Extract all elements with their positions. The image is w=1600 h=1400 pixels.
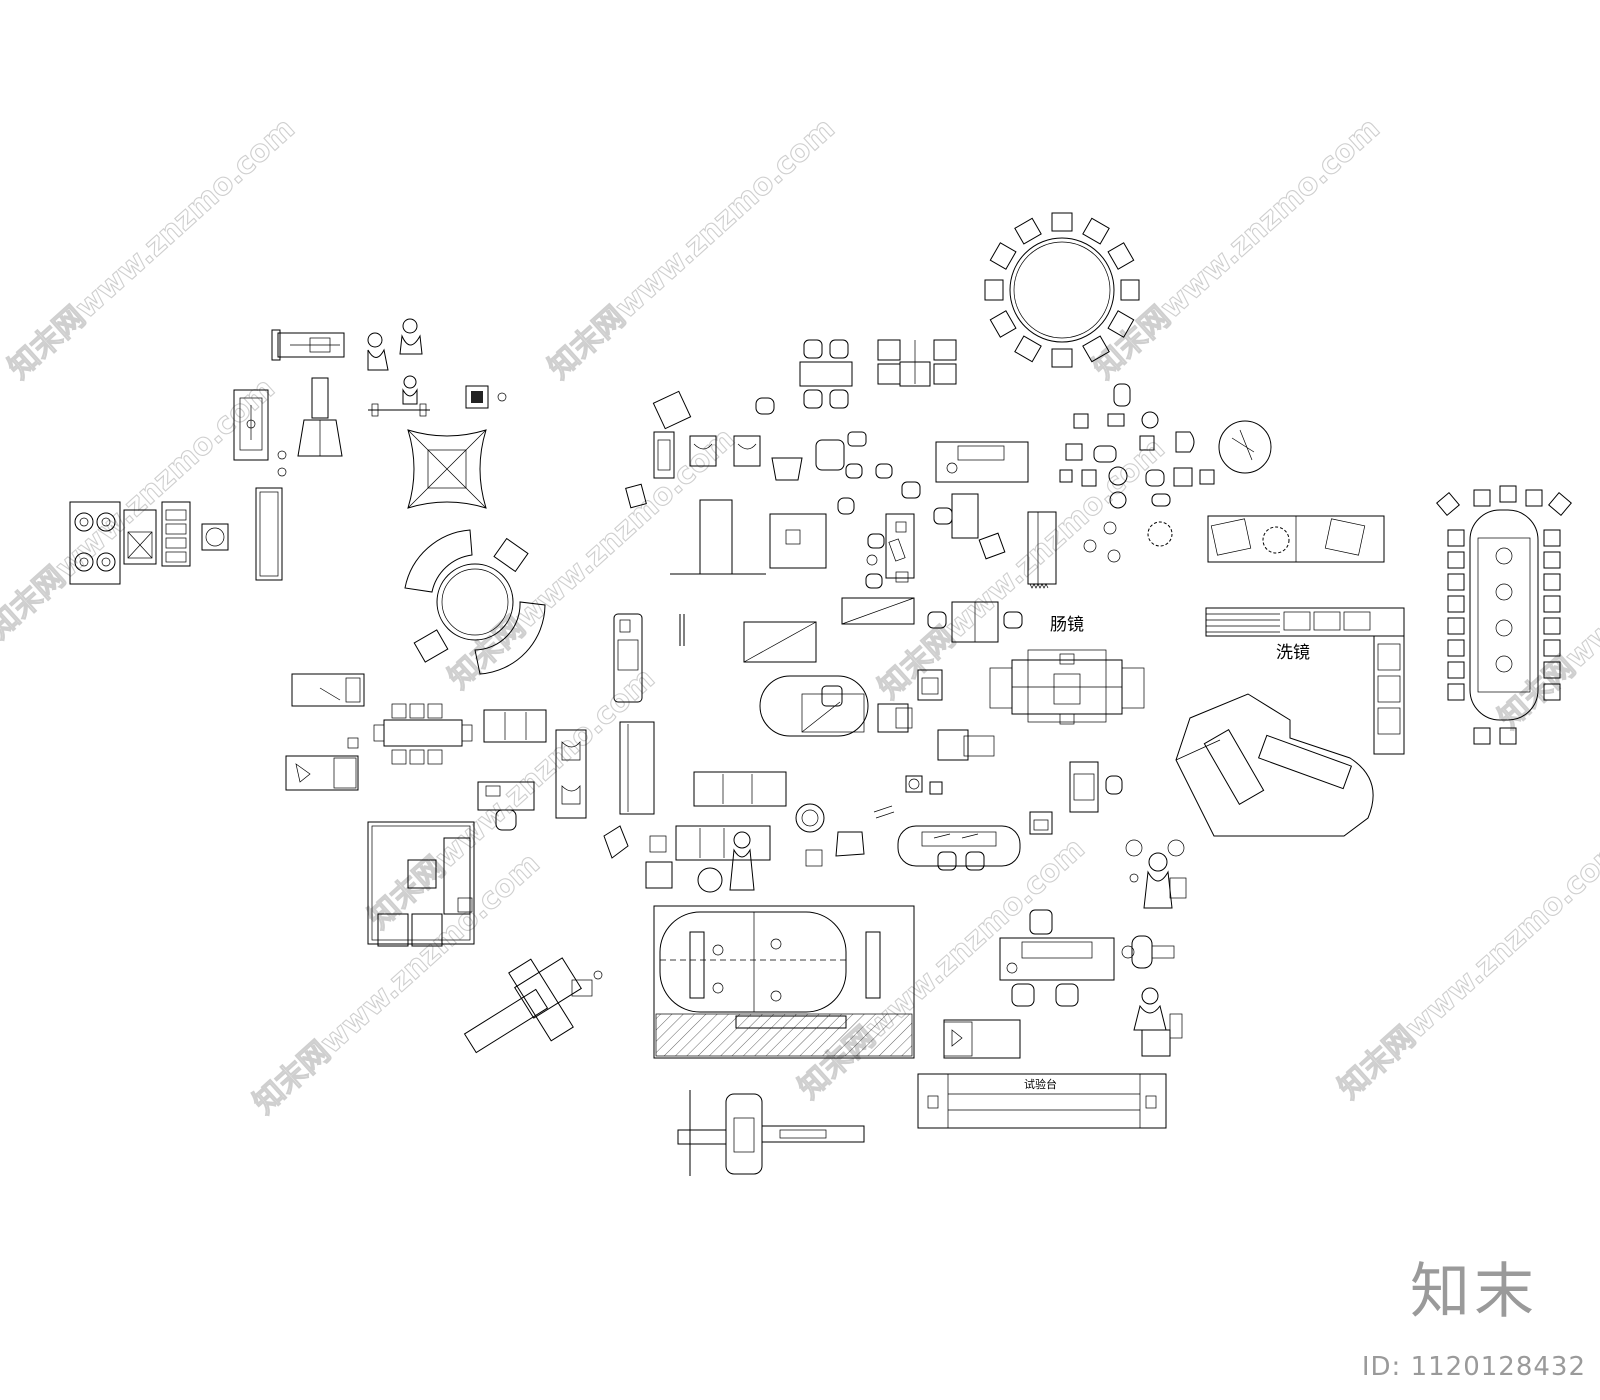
watermark: 知末网www.znzmo.com	[442, 421, 742, 696]
image-id: ID: 1120128432	[1361, 1352, 1586, 1382]
operating-room-table	[653, 905, 915, 1059]
reception-counter	[1207, 515, 1385, 563]
banquet-chair	[989, 242, 1017, 270]
conference-chair	[1543, 639, 1561, 657]
surgical-arm	[463, 957, 603, 1054]
conference-chair	[1473, 489, 1491, 507]
endoscopy-bed	[1175, 693, 1374, 837]
banquet-chair	[1107, 310, 1135, 338]
conference-table	[1436, 485, 1572, 745]
bathroom-fixtures	[1059, 383, 1272, 509]
watermarks: 知末网www.znzmo.com 知末网www.znzmo.com 知末网www…	[0, 111, 1600, 1122]
round-banquet-table	[984, 212, 1140, 368]
test-bench: 试验台	[917, 1073, 1167, 1129]
colonoscope-label: 肠镜	[1050, 615, 1084, 635]
watermark: 知末网www.znzmo.com	[2, 111, 302, 386]
brand-logo: 知末	[1410, 1257, 1538, 1327]
rowing-machine	[271, 329, 345, 361]
conference-chair	[1436, 492, 1460, 516]
banquet-chair	[984, 279, 1004, 301]
conference-chair	[1499, 727, 1517, 745]
conference-chair	[1548, 492, 1572, 516]
dining-tables-top	[799, 339, 957, 409]
banquet-chair	[1051, 212, 1073, 232]
conference-chair	[1543, 551, 1561, 569]
conference-chair	[1543, 683, 1561, 701]
conference-chair	[1447, 529, 1465, 547]
weight-bench	[297, 377, 343, 457]
watermark: 知末网www.znzmo.com	[792, 831, 1092, 1106]
person-figures	[367, 318, 430, 417]
conference-chair	[1543, 595, 1561, 613]
doctor-desk	[943, 909, 1115, 1059]
colonoscope-station: 肠镜	[989, 615, 1145, 725]
reception-desk	[759, 669, 995, 761]
l-shaped-counter: 洗镜	[1205, 607, 1405, 755]
staff-figures	[1121, 839, 1187, 1057]
watermark: 知末网www.znzmo.com	[1332, 831, 1600, 1106]
conference-chair	[1447, 595, 1465, 613]
conference-chair	[1543, 617, 1561, 635]
test-bench-label: 试验台	[1024, 1077, 1057, 1091]
exam-instruments	[873, 775, 1053, 871]
conference-chair	[1499, 485, 1517, 503]
conference-chair	[1447, 551, 1465, 569]
conference-chair	[1543, 573, 1561, 591]
banquet-chair	[1082, 335, 1110, 363]
conference-chair	[1447, 639, 1465, 657]
living-room-rug	[367, 821, 475, 947]
endoscope-cart	[677, 1090, 865, 1176]
banquet-chair	[1014, 335, 1042, 363]
square-stool	[465, 385, 507, 409]
watermark: 知末网www.znzmo.com	[0, 371, 282, 646]
sofa-set-center	[645, 771, 865, 893]
banquet-chair	[1051, 348, 1073, 368]
conference-chair	[1543, 529, 1561, 547]
conference-chair	[1543, 661, 1561, 679]
conference-chair	[1473, 727, 1491, 745]
watermark: 知末网www.znzmo.com	[1087, 111, 1387, 386]
side-desk	[1069, 761, 1123, 813]
bench-and-dining	[285, 673, 473, 791]
round-lounge	[404, 529, 546, 675]
treadmill	[233, 389, 287, 477]
conference-chair	[1525, 489, 1543, 507]
kitchen-unit	[69, 487, 283, 585]
banquet-chair	[1120, 279, 1140, 301]
conference-chair	[1447, 617, 1465, 635]
banquet-chair	[989, 310, 1017, 338]
conference-chair	[1447, 661, 1465, 679]
plants	[1083, 521, 1173, 563]
center-furniture	[625, 390, 1057, 589]
banquet-chair	[1107, 242, 1135, 270]
conference-chair	[1447, 683, 1465, 701]
gazebo	[407, 429, 487, 509]
executive-desk	[935, 441, 1029, 483]
gastroscope-label: 洗镜	[1276, 643, 1310, 663]
watermark: 知末网www.znzmo.com	[542, 111, 842, 386]
sofa-set-left	[477, 709, 655, 859]
banquet-chair	[1082, 217, 1110, 245]
conference-chair	[1447, 573, 1465, 591]
banquet-chair	[1014, 217, 1042, 245]
gym-equipment-group	[233, 318, 507, 477]
meeting-tables	[613, 597, 1023, 703]
